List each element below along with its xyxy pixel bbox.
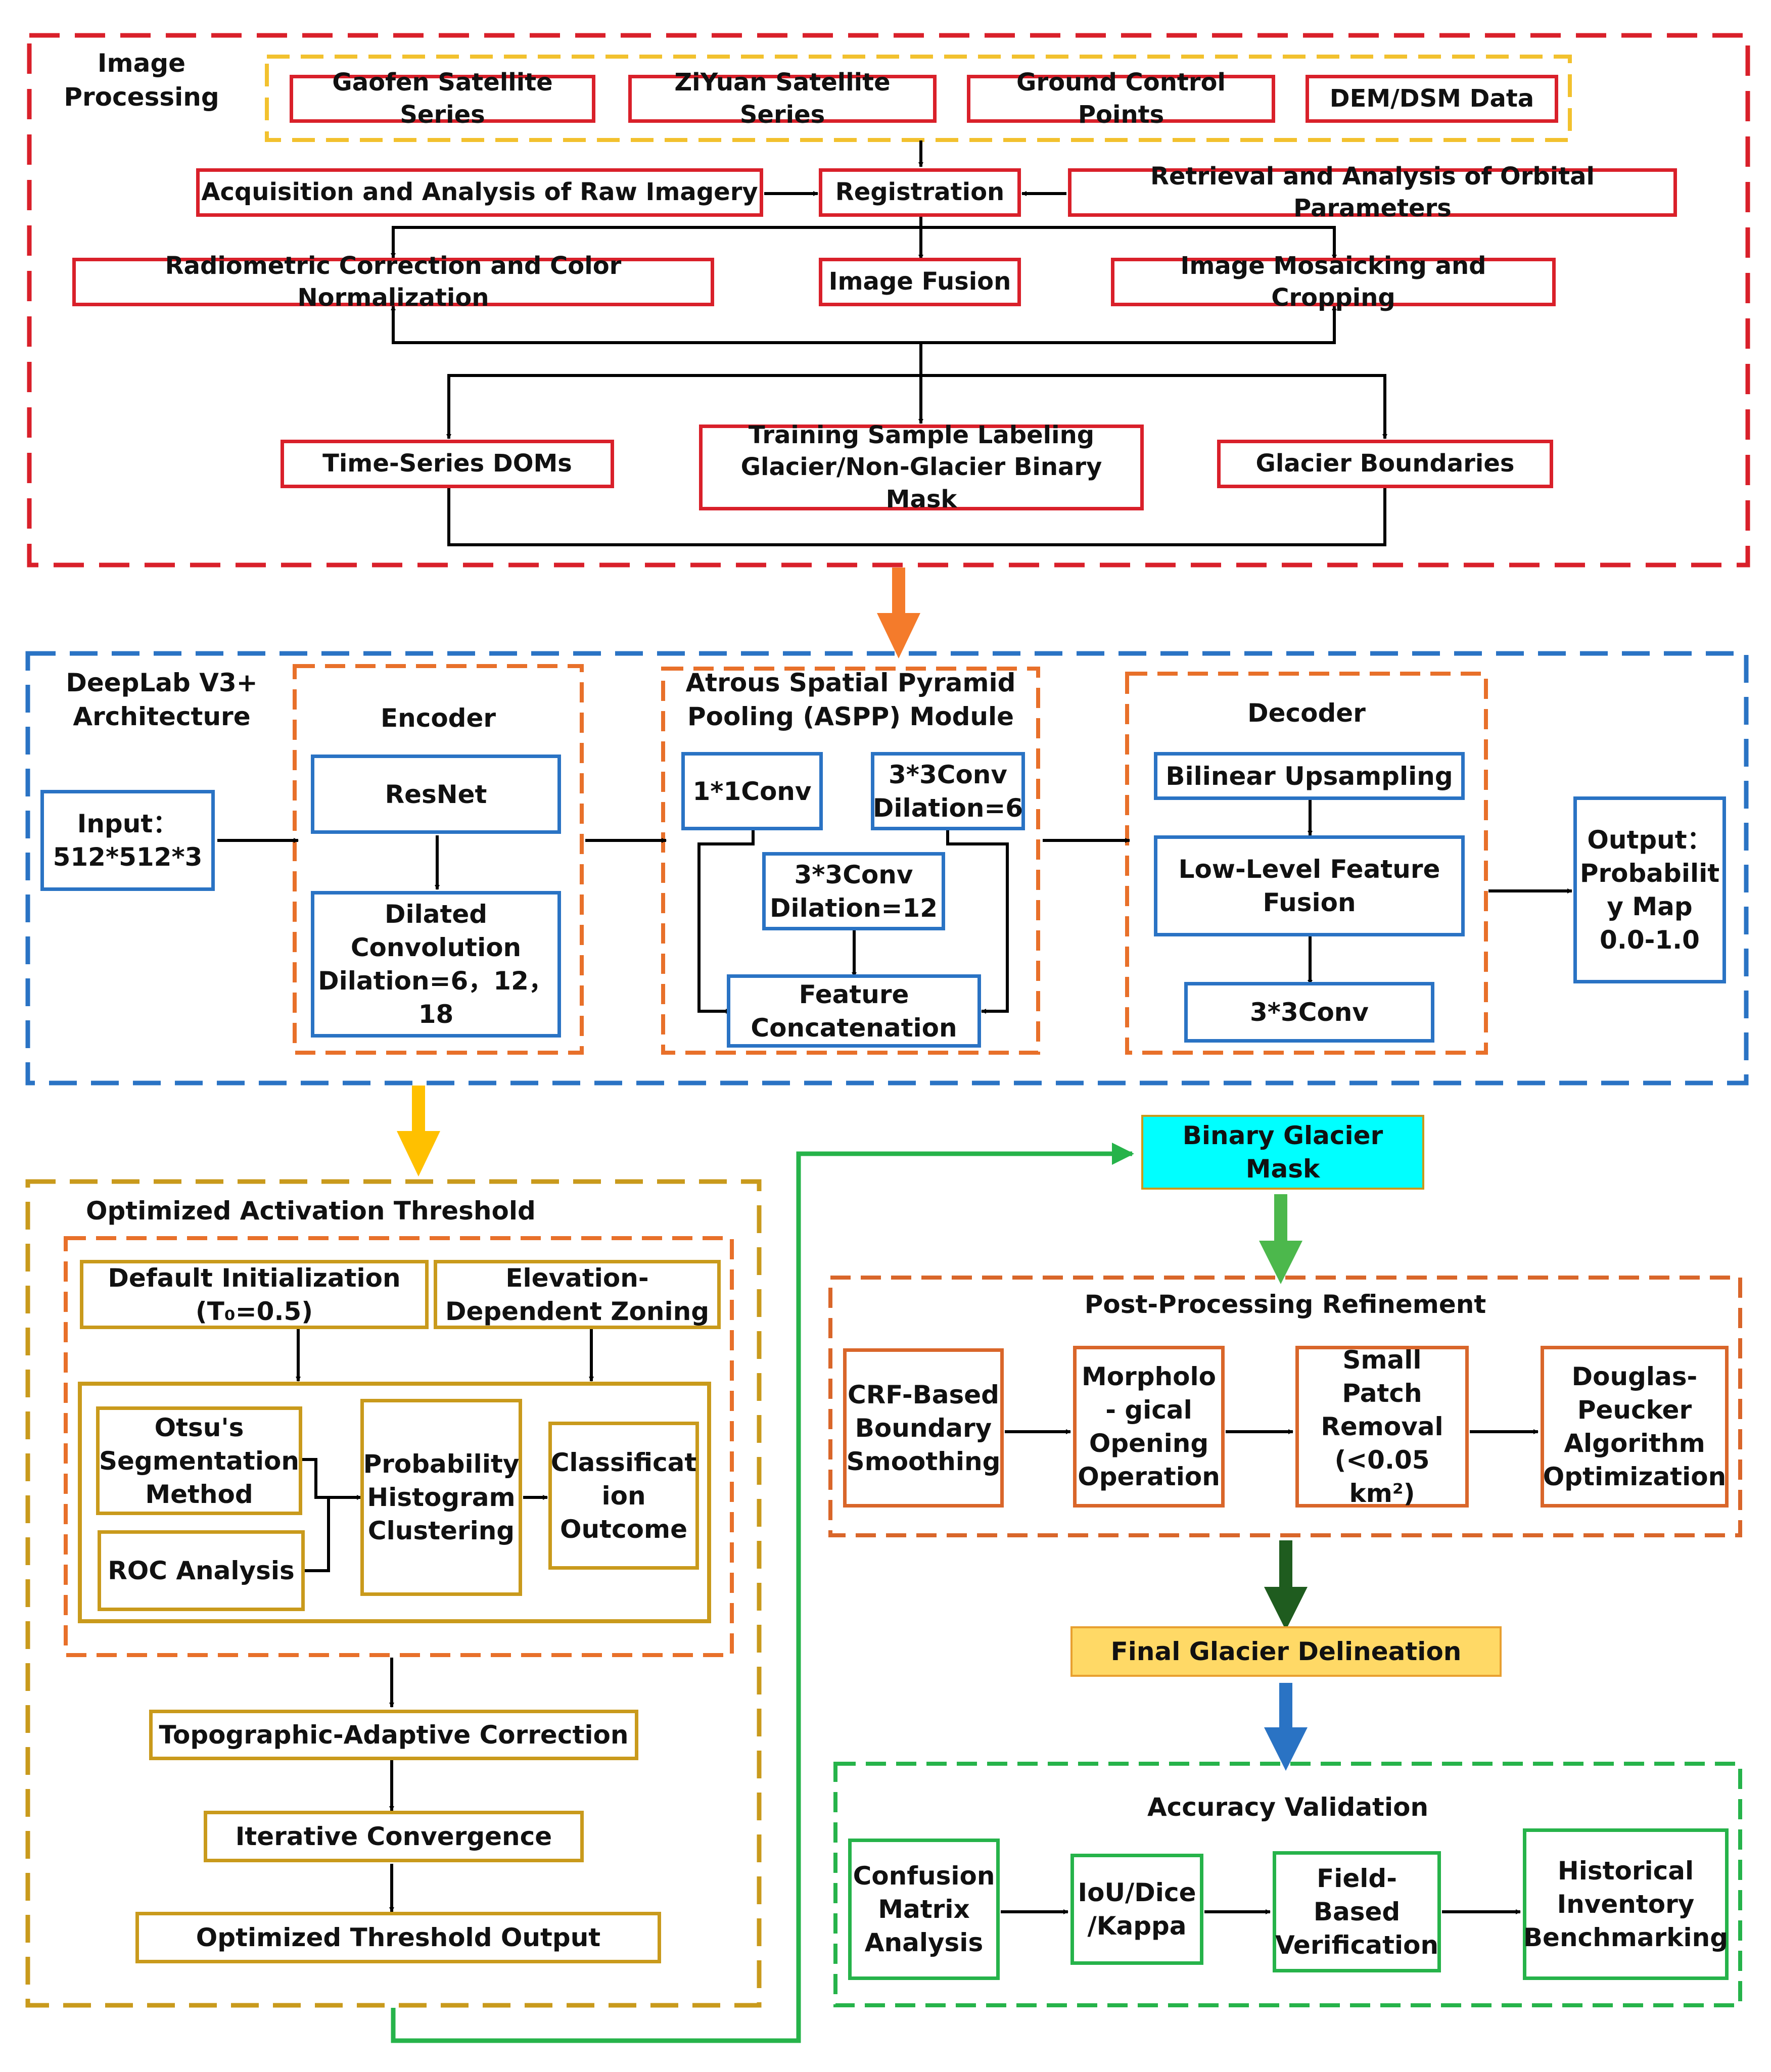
optimized-threshold-output-box: Optimized Threshold Output (135, 1912, 661, 1963)
topographic-correction-box: Topographic-Adaptive Correction (149, 1710, 638, 1760)
encoder-title: Encoder (380, 703, 496, 733)
post-processing-title: Post-Processing Refinement (1084, 1290, 1486, 1319)
bilinear-upsampling-box: Bilinear Upsampling (1154, 752, 1465, 800)
morphological-opening-box: Morpholo - gical Opening Operation (1073, 1346, 1225, 1508)
deeplab-title: DeepLab V3+ Architecture (66, 668, 258, 731)
ziyuan-satellite-box: ZiYuan Satellite Series (628, 68, 937, 129)
conv-3x3-dilation6-box: 3*3Conv Dilation=6 (871, 752, 1025, 830)
registration-box: Registration (819, 168, 1021, 217)
historical-benchmarking-box: Historical Inventory Benchmarking (1523, 1828, 1729, 1980)
encoder-group (293, 664, 584, 1055)
feature-concatenation-box: Feature Concatenation (727, 974, 981, 1048)
dilated-convolution-box: Dilated Convolution Dilation=6，12， 18 (311, 891, 561, 1038)
crf-smoothing-box: CRF-Based Boundary Smoothing (843, 1348, 1004, 1508)
conv-3x3-dilation12-box: 3*3Conv Dilation=12 (762, 852, 945, 930)
aspp-title: Atrous Spatial Pyramid Pooling (ASPP) Mo… (685, 668, 1016, 731)
orbital-parameters-box: Retrieval and Analysis of Orbital Parame… (1068, 162, 1677, 222)
flow-arrow-yellow (397, 1086, 440, 1176)
flow-arrow-green (1259, 1194, 1302, 1284)
roc-analysis-box: ROC Analysis (98, 1530, 305, 1611)
binary-glacier-mask-box: Binary Glacier Mask (1141, 1115, 1424, 1190)
flow-arrow-darkgreen (1264, 1540, 1308, 1630)
conv-1x1-box: 1*1Conv (681, 752, 823, 830)
flow-arrow-orange (877, 568, 920, 658)
raw-imagery-box: Acquisition and Analysis of Raw Imagery (196, 168, 763, 217)
douglas-peucker-box: Douglas- Peucker Algorithm Optimization (1541, 1346, 1729, 1508)
dem-dsm-box: DEM/DSM Data (1306, 75, 1558, 123)
final-glacier-delineation-box: Final Glacier Delineation (1070, 1626, 1502, 1677)
validation-section (833, 1762, 1742, 2007)
iterative-convergence-box: Iterative Convergence (204, 1811, 584, 1862)
threshold-title: Optimized Activation Threshold (86, 1196, 536, 1226)
aspp-group (661, 667, 1040, 1055)
threshold-section (25, 1179, 762, 2008)
glacier-boundaries-box: Glacier Boundaries (1217, 440, 1553, 488)
threshold-method-box (78, 1382, 711, 1623)
image-processing-section (27, 33, 1750, 568)
gaofen-satellite-box: Gaofen Satellite Series (290, 68, 595, 129)
decoder-group (1125, 672, 1488, 1055)
output-probability-map-box: Output： Probabilit y Map 0.0-1.0 (1573, 796, 1726, 983)
ground-control-points-box: Ground Control Points (967, 68, 1275, 129)
deeplab-section (25, 651, 1749, 1086)
low-level-feature-fusion-box: Low-Level Feature Fusion (1154, 835, 1465, 936)
decoder-title: Decoder (1247, 698, 1366, 728)
image-processing-title: Image Processing (64, 49, 219, 112)
satellite-inputs-group (265, 55, 1572, 142)
default-initialization-box: Default Initialization (T₀=0.5) (80, 1260, 429, 1329)
image-fusion-box: Image Fusion (819, 258, 1021, 306)
time-series-doms-box: Time-Series DOMs (281, 440, 614, 488)
field-verification-box: Field-Based Verification (1273, 1851, 1441, 1972)
conv-3x3-decoder-box: 3*3Conv (1184, 982, 1434, 1043)
resnet-box: ResNet (311, 755, 561, 834)
post-processing-section (828, 1276, 1742, 1537)
histogram-clustering-box: Probability Histogram Clustering (360, 1399, 522, 1596)
training-sample-labeling-box: Training Sample Labeling Glacier/Non-Gla… (699, 421, 1144, 513)
threshold-inner-group (64, 1236, 734, 1657)
input-box: Input： 512*512*3 (40, 790, 215, 891)
elevation-zoning-box: Elevation- Dependent Zoning (434, 1260, 721, 1329)
confusion-matrix-box: Confusion Matrix Analysis (848, 1839, 1000, 1980)
radiometric-correction-box: Radiometric Correction and Color Normali… (72, 252, 714, 312)
image-mosaicking-box: Image Mosaicking and Cropping (1111, 252, 1556, 312)
iou-dice-kappa-box: IoU/Dice /Kappa (1070, 1854, 1203, 1965)
flow-arrow-blue (1264, 1683, 1308, 1771)
mask-feed-line (391, 1143, 1134, 2043)
validation-title: Accuracy Validation (1147, 1793, 1429, 1822)
small-patch-removal-box: Small Patch Removal (<0.05 km²) (1295, 1345, 1469, 1508)
classification-outcome-box: Classificat ion Outcome (548, 1422, 699, 1570)
otsu-segmentation-box: Otsu's Segmentation Method (96, 1406, 302, 1515)
